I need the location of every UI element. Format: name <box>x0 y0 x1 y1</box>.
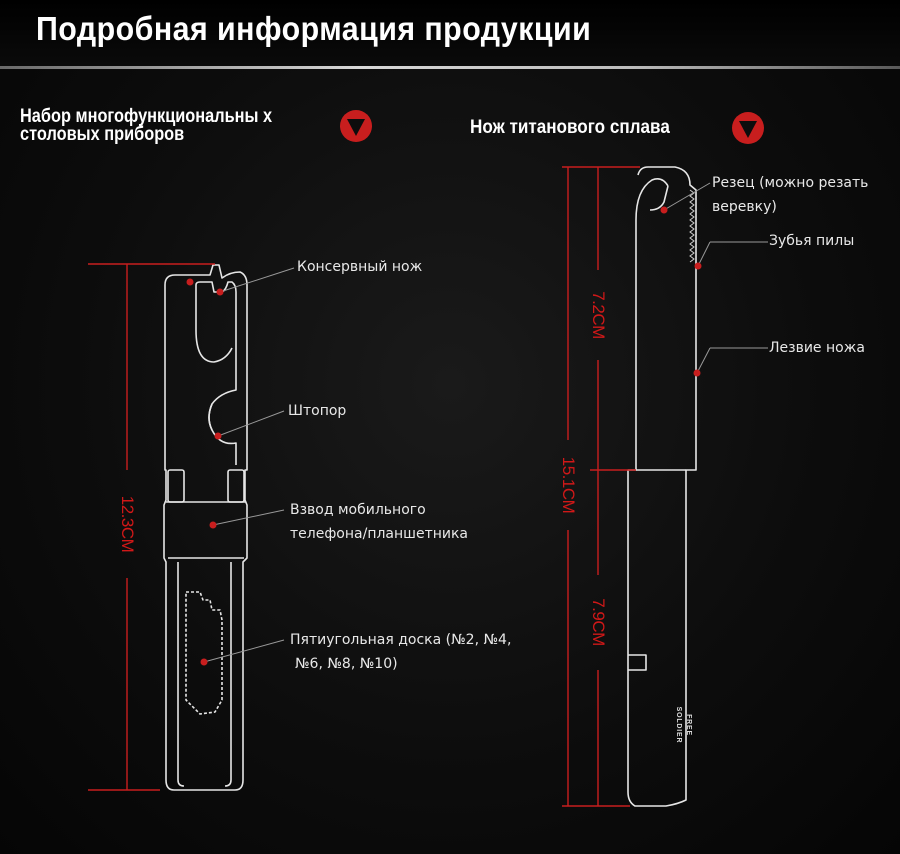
hex-wrench-label-line1: Пятиугольная доска (№2, №4, <box>290 632 512 648</box>
left-callout-lines <box>203 267 295 663</box>
brand-engraving: FREE SOLDIER <box>675 706 692 744</box>
knife-outline <box>627 166 697 807</box>
header-divider <box>0 66 900 69</box>
knife-top-length-label: 7.2CM <box>589 291 608 339</box>
page-title: Подробная информация продукции <box>36 10 592 47</box>
can-opener-label: Консервный нож <box>297 259 423 275</box>
blade-label: Лезвие ножа <box>769 340 865 356</box>
corkscrew-label: Штопор <box>288 403 347 419</box>
left-callout-dots <box>186 278 224 666</box>
multitool-outline <box>163 264 248 791</box>
right-callout-dots <box>660 206 702 377</box>
left-length-label: 12.3CM <box>118 495 137 553</box>
corkscrew-dot <box>214 432 222 440</box>
can-opener-dot <box>216 288 224 296</box>
saw-teeth-dot <box>694 262 702 270</box>
saw-teeth-outline <box>689 189 695 263</box>
cutter-label-line1: Резец (можно резать <box>712 175 869 191</box>
saw-teeth-label: Зубья пилы <box>769 233 855 249</box>
cutter-dot <box>660 206 668 214</box>
knife-title: Нож титанового сплава <box>470 117 670 138</box>
down-arrow-icon <box>732 112 764 144</box>
right-dimensions <box>562 166 640 807</box>
phone-stand-dot <box>209 521 217 529</box>
knife-bottom-length-label: 7.9CM <box>589 598 608 646</box>
can-opener-dot <box>186 278 194 286</box>
hex-wrench-dot <box>200 658 208 666</box>
left-dimension <box>88 263 215 791</box>
blade-dot <box>693 369 701 377</box>
knife-total-length-label: 15.1CM <box>559 456 578 514</box>
right-callout-lines <box>663 182 768 374</box>
header-bar: Подробная информация продукции <box>0 0 900 66</box>
multitool-title: Набор многофункциональны х столовых приб… <box>20 106 273 145</box>
cutter-label-line2: веревку) <box>712 199 777 215</box>
phone-stand-label-line1: Взвод мобильного <box>290 502 426 518</box>
phone-stand-label-line2: телефона/планшетника <box>290 526 469 542</box>
down-arrow-icon <box>340 110 372 142</box>
hex-wrench-label-line2: №6, №8, №10) <box>295 656 398 672</box>
